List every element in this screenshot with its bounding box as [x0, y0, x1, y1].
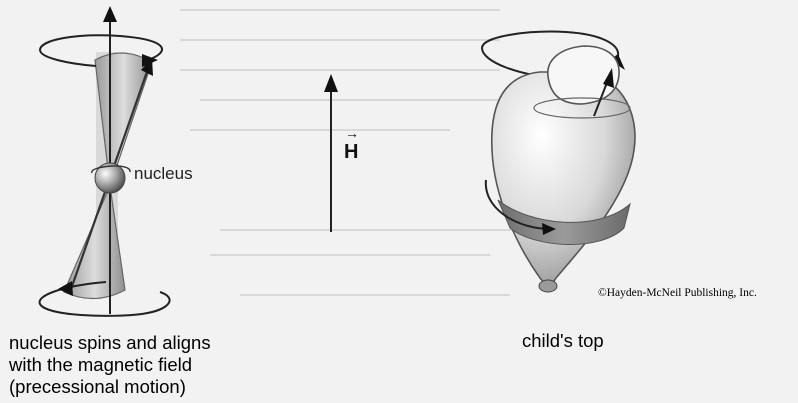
- field-symbol: H: [344, 141, 358, 163]
- vertical-axis-arrowhead: [103, 6, 117, 22]
- field-arrow-head: [324, 74, 338, 92]
- childs-top-caption: child's top: [522, 330, 604, 352]
- top-tip: [539, 280, 557, 292]
- nucleus-caption-line-2: with the magnetic field: [9, 354, 211, 376]
- field-vector-mark: →: [345, 125, 359, 141]
- magnetic-field-vector: [324, 74, 338, 232]
- top-body: [492, 72, 635, 284]
- nucleus-caption-line-1: nucleus spins and aligns: [9, 332, 211, 354]
- copyright-notice: ©Hayden-McNeil Publishing, Inc.: [598, 287, 757, 299]
- nucleus-caption-line-3: (precessional motion): [9, 376, 211, 398]
- nucleus-label: nucleus: [134, 164, 193, 184]
- magnetic-field-label: → H: [344, 141, 358, 164]
- nucleus-precession-illustration: [40, 6, 170, 316]
- bottom-rotation-arrowhead: [58, 281, 73, 296]
- childs-top-illustration: [482, 32, 635, 292]
- nucleus-caption: nucleus spins and aligns with the magnet…: [9, 332, 211, 398]
